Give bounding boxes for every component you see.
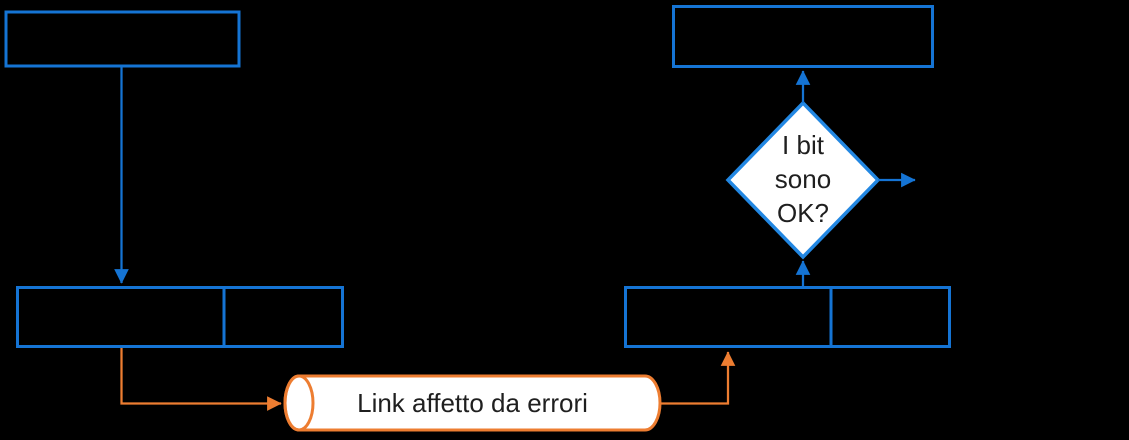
- cylinder-label: Link affetto da errori: [357, 387, 588, 418]
- box-bottom-left: [16, 286, 344, 348]
- connector-cylinder-to-bottomright: [660, 351, 736, 405]
- connector-bottomleft-to-cylinder: [120, 348, 282, 411]
- decision-label: I bit sono OK?: [728, 128, 878, 230]
- box-top-left: [4, 10, 241, 68]
- box-bottom-right: [624, 286, 951, 348]
- decision-diamond: [725, 100, 881, 260]
- cylinder-link-rim: [283, 374, 315, 432]
- decision-label-line3: OK?: [776, 198, 830, 228]
- decision-label-line2: sono: [774, 164, 832, 194]
- decision-label-line1: I bit: [782, 130, 824, 160]
- box-top-right: [672, 5, 934, 68]
